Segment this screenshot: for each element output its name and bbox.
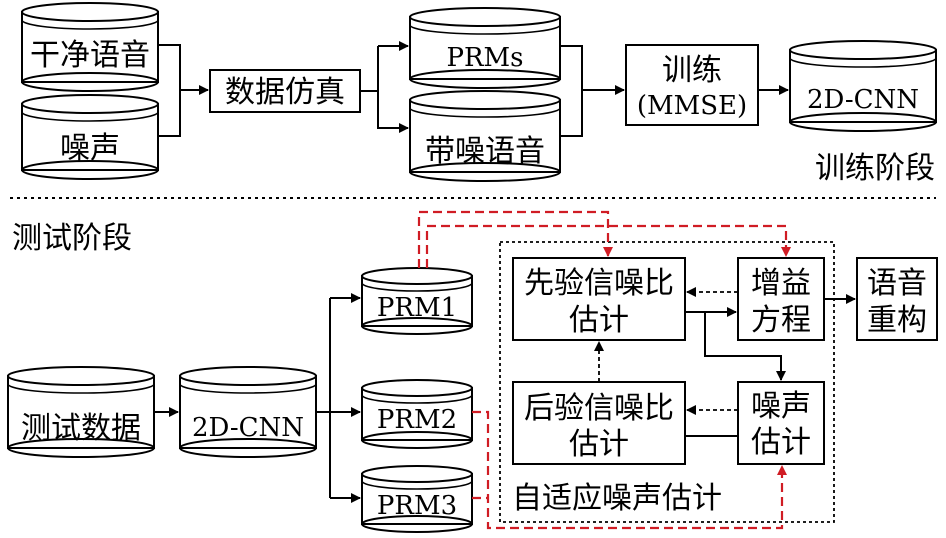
gain-equation-box: 增益 方程 [737,257,825,341]
trained-cnn-label: 2D-CNN [807,85,919,115]
gain-label-line2: 方程 [751,303,811,338]
data-simulation-box: 数据仿真 [209,69,361,113]
test-data-label: 测试数据 [21,411,141,446]
test-data-database: 测试数据 [7,366,155,458]
prm2-database: PRM2 [361,379,473,449]
posterior-snr-label-line1: 后验信噪比 [524,391,674,426]
clean-speech-database: 干净语音 [21,2,159,92]
noise-estimation-label-line2: 估计 [751,425,811,460]
prm2-to-noise-estimation-red-path [472,410,787,530]
prior-to-noise-estimation-arrow [704,312,786,381]
clean-speech-label: 干净语音 [30,38,150,73]
speech-reconstruction-box: 语音 重构 [856,257,938,341]
training-label: 训练 [662,53,722,88]
training-mmse-box: 训练 (MMSE) [625,44,759,126]
prm1-to-prior-red-path [417,210,613,268]
noise-database: 噪声 [21,94,159,180]
prm1-to-gain-red-path [425,224,791,268]
posterior-snr-label-line2: 估计 [569,427,629,462]
adaptive-noise-estimation-frame [499,241,835,523]
clean-speech-connector [158,44,181,137]
prior-snr-label-line1: 先验信噪比 [524,266,674,301]
test-stage-label: 测试阶段 [12,221,132,256]
reconstruction-label-line2: 重构 [867,303,927,338]
prms-to-training-connector [560,45,583,137]
simulation-split-connector [360,46,379,92]
adaptive-noise-estimation-label: 自适应噪声估计 [512,481,722,516]
prior-snr-label-line2: 估计 [569,303,629,338]
prms-database: PRMs [409,7,561,89]
data-simulation-label: 数据仿真 [225,75,345,110]
prior-snr-estimation-box: 先验信噪比 估计 [512,257,686,341]
test-cnn-label: 2D-CNN [192,413,304,443]
training-stage-label: 训练阶段 [815,151,935,186]
prm3-label: PRM3 [377,491,457,521]
trained-cnn-model: 2D-CNN [789,40,937,132]
noisy-speech-arrow [377,91,409,133]
test-cnn-model: 2D-CNN [179,366,317,458]
noise-label: 噪声 [60,131,120,166]
posterior-snr-estimation-box: 后验信噪比 估计 [512,381,686,465]
noisy-speech-database: 带噪语音 [409,90,561,182]
prm1-label: PRM1 [377,293,457,323]
noisy-speech-label: 带噪语音 [425,134,545,169]
gain-label-line1: 增益 [751,266,811,301]
prm2-label: PRM2 [377,405,457,435]
prms-label: PRMs [446,43,523,73]
noise-estimation-box: 噪声 估计 [737,381,825,465]
noise-estimation-label-line1: 噪声 [751,389,811,424]
cnn-branch-connector [316,298,331,498]
prm3-database: PRM3 [361,465,473,533]
mmse-label: (MMSE) [637,91,747,121]
prm1-database: PRM1 [361,267,473,335]
reconstruction-label-line1: 语音 [867,266,927,301]
